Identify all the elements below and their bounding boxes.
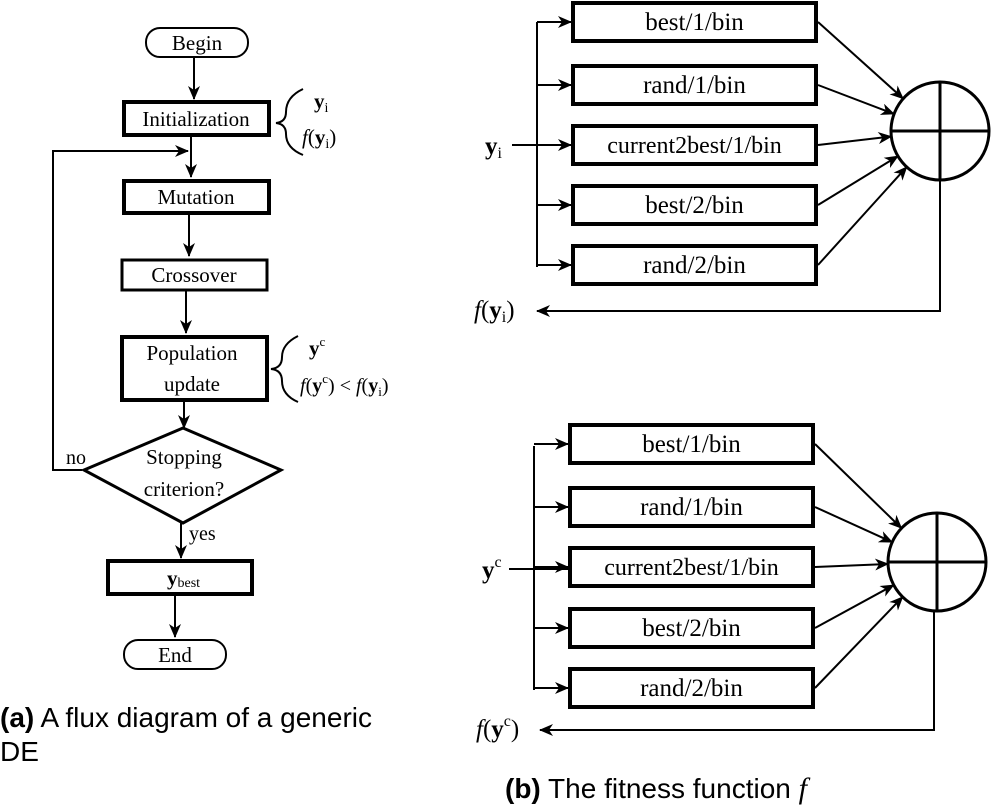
brace-icon bbox=[270, 335, 299, 403]
junction-arrow bbox=[817, 155, 899, 206]
strategy-box: rand/1/bin bbox=[534, 486, 894, 544]
mutation-box: Mutation bbox=[122, 179, 271, 215]
fitness-diagram-bottom: yc best/1/bin rand/1/bin current2best/1/bi… bbox=[476, 423, 988, 743]
strategy-label: best/1/bin bbox=[645, 9, 744, 36]
population-update-line2: update bbox=[164, 372, 220, 396]
init-note: yi f(yi) bbox=[275, 88, 336, 156]
svg-text:f(yi): f(yi) bbox=[302, 125, 336, 152]
svg-text:(b) The fitness function f: (b) The fitness function f bbox=[505, 772, 811, 805]
caption-b: (b) The fitness function f bbox=[505, 772, 811, 805]
strategy-label: best/2/bin bbox=[645, 192, 744, 219]
strategy-box: best/1/bin bbox=[534, 423, 903, 529]
strategy-label: rand/1/bin bbox=[640, 494, 743, 521]
no-label: no bbox=[66, 447, 86, 469]
stopping-line2: criterion? bbox=[144, 477, 224, 501]
svg-text:(a) A flux diagram of a generi: (a) A flux diagram of a generic bbox=[0, 702, 372, 733]
crossover-label: Crossover bbox=[151, 263, 236, 287]
strategy-label: rand/1/bin bbox=[643, 72, 746, 99]
strategy-label: current2best/1/bin bbox=[604, 555, 779, 581]
flowchart: Begin Initialization yi f(yi) Mutation bbox=[52, 27, 389, 670]
junction-arrow bbox=[817, 132, 893, 146]
end-label: End bbox=[158, 643, 192, 667]
strategy-label: best/2/bin bbox=[642, 615, 741, 642]
strategy-box: best/2/bin bbox=[534, 584, 895, 649]
population-note: yc f(yc) < f(yi) bbox=[270, 334, 389, 403]
svg-text:yi: yi bbox=[485, 133, 503, 162]
svg-text:f(yc): f(yc) bbox=[476, 713, 519, 743]
svg-text:yc: yc bbox=[482, 554, 502, 584]
junction-arrow bbox=[817, 84, 895, 115]
begin-terminal: Begin bbox=[145, 27, 249, 58]
junction-arrow bbox=[814, 506, 894, 544]
strategy-box: rand/1/bin bbox=[537, 64, 895, 115]
junction-arrow bbox=[814, 596, 904, 689]
population-update-line1: Population bbox=[146, 341, 238, 365]
loop-back-arrow bbox=[52, 145, 189, 471]
strategy-box: current2best/1/bin bbox=[534, 546, 890, 588]
strategy-label: rand/2/bin bbox=[643, 252, 746, 279]
mutation-label: Mutation bbox=[158, 185, 235, 209]
svg-text:f(yi): f(yi) bbox=[474, 297, 515, 326]
junction-arrow bbox=[817, 21, 904, 100]
svg-text:yi: yi bbox=[314, 89, 329, 116]
crossover-box: Crossover bbox=[120, 258, 269, 292]
brace-icon bbox=[275, 88, 304, 156]
strategy-box: best/2/bin bbox=[537, 155, 899, 226]
strategy-box: rand/2/bin bbox=[537, 166, 908, 286]
population-update-box: Population update bbox=[120, 335, 269, 402]
svg-text:yc: yc bbox=[309, 334, 326, 360]
junction-arrow bbox=[817, 166, 908, 266]
ybest-box: ybest bbox=[106, 559, 254, 596]
fitness-diagram-top: yi best/1/bin rand/1/bin current2best/1/bi… bbox=[474, 1, 991, 326]
strategy-box: rand/2/bin bbox=[534, 596, 904, 709]
strategy-label: best/1/bin bbox=[642, 431, 741, 458]
stopping-line1: Stopping bbox=[146, 445, 222, 469]
stopping-criterion-decision: Stopping criterion? bbox=[80, 426, 285, 525]
initialization-label: Initialization bbox=[142, 107, 250, 131]
svg-text:DE: DE bbox=[0, 736, 39, 767]
strategy-box: current2best/1/bin bbox=[537, 124, 893, 166]
caption-a: (a) A flux diagram of a generic DE bbox=[0, 702, 372, 767]
population-note-condition: f(yc) < f(yi) bbox=[300, 371, 389, 399]
yes-label: yes bbox=[189, 523, 216, 545]
strategy-label: current2best/1/bin bbox=[607, 133, 782, 159]
output-arrow bbox=[536, 180, 941, 317]
svg-text:ybest: ybest bbox=[167, 566, 200, 591]
end-terminal: End bbox=[123, 639, 227, 670]
junction-arrow bbox=[814, 443, 903, 529]
output-arrow bbox=[539, 611, 935, 736]
strategy-label: rand/2/bin bbox=[640, 675, 743, 702]
initialization-box: Initialization bbox=[122, 100, 271, 137]
junction-arrow bbox=[814, 584, 895, 629]
begin-label: Begin bbox=[172, 31, 223, 55]
strategy-box: best/1/bin bbox=[537, 1, 904, 100]
junction-arrow bbox=[814, 558, 890, 571]
